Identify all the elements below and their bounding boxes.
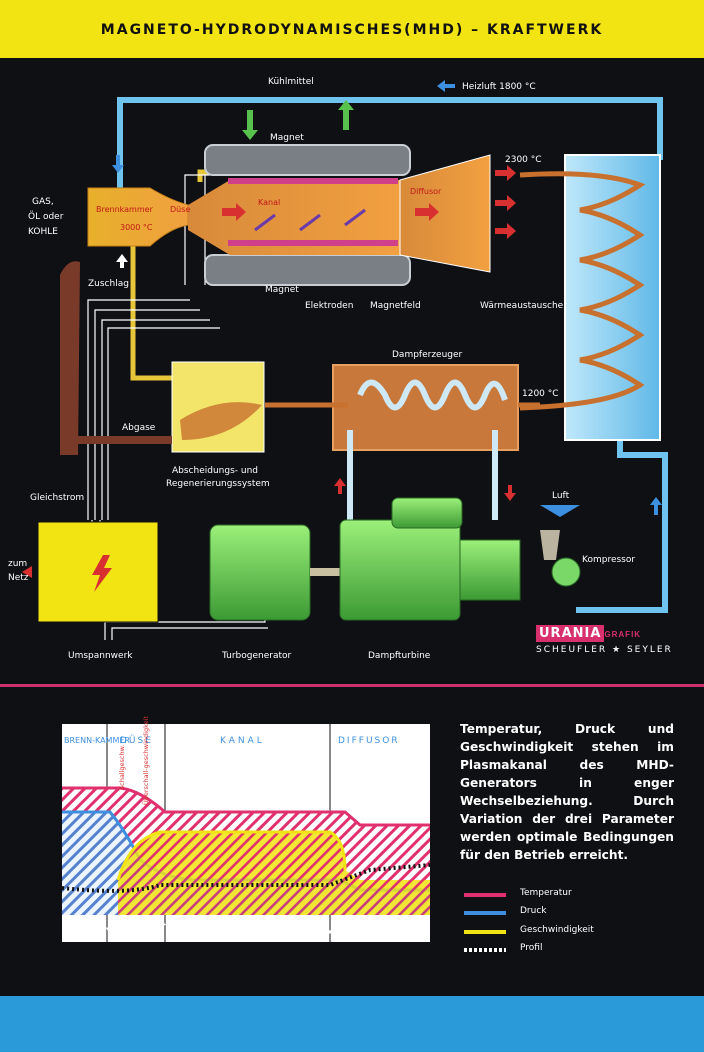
- combustion-chamber: [87, 187, 189, 247]
- section-label-diffusor: DIFFUSOR: [338, 736, 400, 746]
- label-magnet-top: Magnet: [270, 133, 304, 143]
- steam-generator-coil: [357, 379, 508, 411]
- velocity-area: [118, 832, 430, 915]
- label-diffusor: Diffusor: [410, 187, 442, 196]
- vertical-note-1: Schallgeschw.: [118, 745, 126, 790]
- brand-sub: GRAFIK: [604, 630, 642, 639]
- magnetic-field-lines: [254, 208, 366, 232]
- legend-label-temperature: Temperatur: [520, 888, 572, 898]
- steam-pipes: [347, 430, 498, 520]
- steam-generator: [332, 364, 519, 451]
- label-magnetic-field: Magnetfeld: [370, 301, 421, 311]
- legend-swatch-pressure: [464, 911, 506, 915]
- air-intake: [540, 530, 560, 560]
- label-compressor: Kompressor: [582, 555, 635, 565]
- section-label-combustion: BRENN-KAMMER: [64, 736, 130, 745]
- page-title: MAGNETO-HYDRODYNAMISCHES(MHD) – KRAFTWER…: [100, 22, 604, 38]
- steam-turbine: [339, 519, 461, 621]
- label-nozzle: Düse: [170, 205, 190, 214]
- velocity-line: [116, 830, 347, 881]
- magnet-upper: [204, 144, 411, 176]
- brand-line: SCHEUFLER ★ SEYLER: [536, 645, 673, 655]
- label-heating-air: Heizluft 1800 °C: [462, 82, 536, 92]
- label-fuel-2: ÖL oder: [28, 211, 64, 222]
- parameter-chart: BRENN-KAMMER DÜSE KANAL DIFFUSOR Schallg…: [61, 716, 431, 942]
- coolant-arrows: [242, 100, 354, 140]
- label-steam-generator: Dampferzeuger: [392, 350, 463, 360]
- brand-main: URANIA: [536, 625, 605, 642]
- label-fuel-3: KOHLE: [28, 227, 58, 237]
- label-substation: Umspannwerk: [68, 651, 133, 661]
- section-label-nozzle: DÜSE: [120, 735, 153, 746]
- legend-profile: Profil: [464, 943, 664, 957]
- label-exhaust: Abgase: [122, 423, 156, 433]
- label-temp-1200: 1200 °C: [522, 389, 559, 399]
- label-fuel-1: GAS,: [32, 197, 54, 207]
- label-additive: Zuschlag: [88, 279, 129, 289]
- label-magnet-bottom: Magnet: [265, 285, 299, 295]
- label-grid-2: Netz: [8, 573, 29, 583]
- label-separation-1: Abscheidungs- und: [172, 466, 258, 476]
- title-bar: MAGNETO-HYDRODYNAMISCHES(MHD) – KRAFTWER…: [0, 0, 704, 58]
- label-heat-exchanger: Wärmeaustauscher: [480, 301, 567, 311]
- label-electrodes: Elektroden: [305, 301, 353, 311]
- legend-swatch-temperature: [464, 893, 506, 897]
- compressor: [551, 557, 581, 587]
- flow-arrows-blue: [112, 80, 662, 515]
- legend-label-velocity: Geschwindigkeit: [520, 925, 594, 935]
- label-air: Luft: [552, 491, 570, 501]
- legend-swatch-velocity: [464, 930, 506, 934]
- legend-label-pressure: Druck: [520, 906, 547, 916]
- electrodes: [228, 178, 398, 246]
- mhd-channel: [188, 180, 400, 255]
- label-grid-1: zum: [8, 559, 27, 569]
- legend-label-profile: Profil: [520, 943, 543, 953]
- legend-temperature: Temperatur: [464, 888, 664, 902]
- arrow-left-icon: [22, 566, 32, 578]
- chart-description: Temperatur, Druck und Geschwindigkeit st…: [460, 722, 674, 862]
- legend-swatch-profile: [464, 948, 506, 952]
- label-steam-turbine: Dampfturbine: [368, 651, 431, 661]
- bottom-bar: [0, 996, 704, 1052]
- heat-exchanger-coil: [519, 171, 646, 411]
- label-channel: Kanal: [258, 198, 280, 207]
- diffusor: [399, 154, 491, 273]
- label-temp-2300: 2300 °C: [505, 155, 542, 165]
- coolant-pipes: [117, 97, 668, 613]
- lightning-icon: [92, 555, 112, 592]
- legend-pressure: Druck: [464, 906, 664, 920]
- chimney: [60, 261, 80, 455]
- label-temp-3000: 3000 °C: [120, 223, 153, 232]
- label-combustion: Brennkammer: [96, 205, 154, 214]
- magnet-lower: [204, 254, 411, 286]
- label-turbogenerator: Turbogenerator: [221, 651, 291, 661]
- diagram-labels: Kühlmittel Heizluft 1800 °C Magnet Magne…: [8, 77, 635, 661]
- section-divider: [0, 684, 704, 687]
- turbogenerator: [209, 524, 311, 621]
- temperature-line: [62, 786, 430, 827]
- legend-velocity: Geschwindigkeit: [464, 925, 664, 939]
- label-separation-2: Regenerierungssystem: [166, 479, 270, 489]
- label-coolant: Kühlmittel: [268, 77, 314, 87]
- label-direct-current: Gleichstrom: [30, 493, 84, 503]
- vertical-note-2: Überschall-geschwindigkeit: [141, 716, 150, 805]
- section-label-channel: KANAL: [220, 736, 265, 746]
